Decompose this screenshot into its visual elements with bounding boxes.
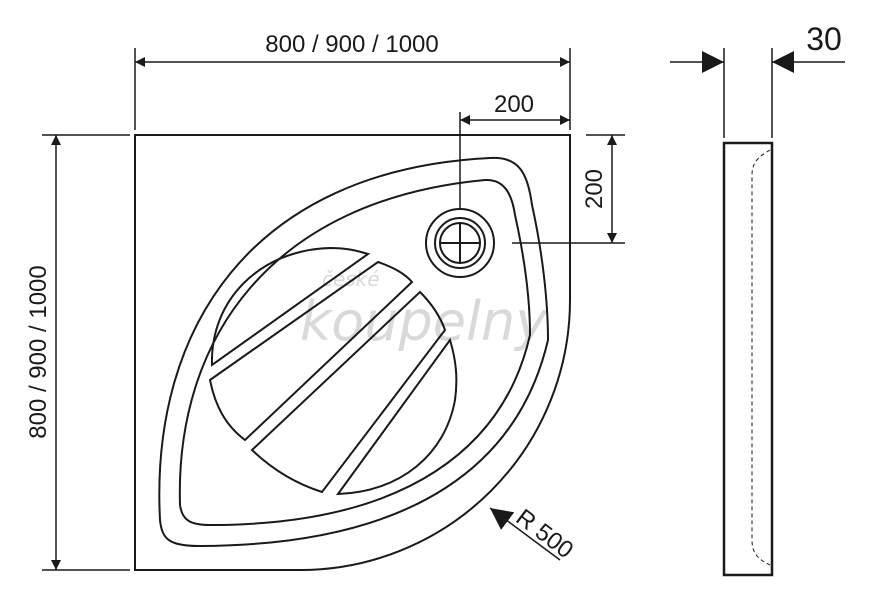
tray-outline bbox=[134, 134, 571, 571]
side-view bbox=[722, 141, 774, 577]
drain bbox=[425, 208, 495, 278]
dimension-top-width-label: 800 / 900 / 1000 bbox=[265, 31, 438, 58]
dimension-left-height: 800 / 900 / 1000 bbox=[25, 134, 130, 571]
dimension-drain-offset-y-label: 200 bbox=[581, 169, 608, 209]
dimension-thickness: 30 bbox=[670, 21, 845, 138]
watermark: české koupelny bbox=[300, 267, 548, 353]
dimension-top-width: 800 / 900 / 1000 bbox=[134, 31, 571, 130]
dimension-drain-offset-x-label: 200 bbox=[494, 91, 534, 118]
dimension-left-height-label: 800 / 900 / 1000 bbox=[25, 265, 52, 438]
dimension-drain-offset-y: 200 bbox=[581, 134, 625, 243]
dimension-radius-label: R 500 bbox=[511, 504, 578, 564]
watermark-line2: koupelny bbox=[300, 290, 548, 353]
tray-rim-outer bbox=[158, 156, 550, 548]
tray-rim-inner bbox=[178, 178, 532, 527]
dimension-radius: R 500 bbox=[489, 504, 578, 564]
anti-slip-pattern bbox=[208, 246, 458, 496]
watermark-line1: české bbox=[322, 267, 380, 291]
dimension-drain-offset-x: 200 bbox=[460, 91, 570, 125]
dimension-thickness-label: 30 bbox=[806, 21, 842, 57]
